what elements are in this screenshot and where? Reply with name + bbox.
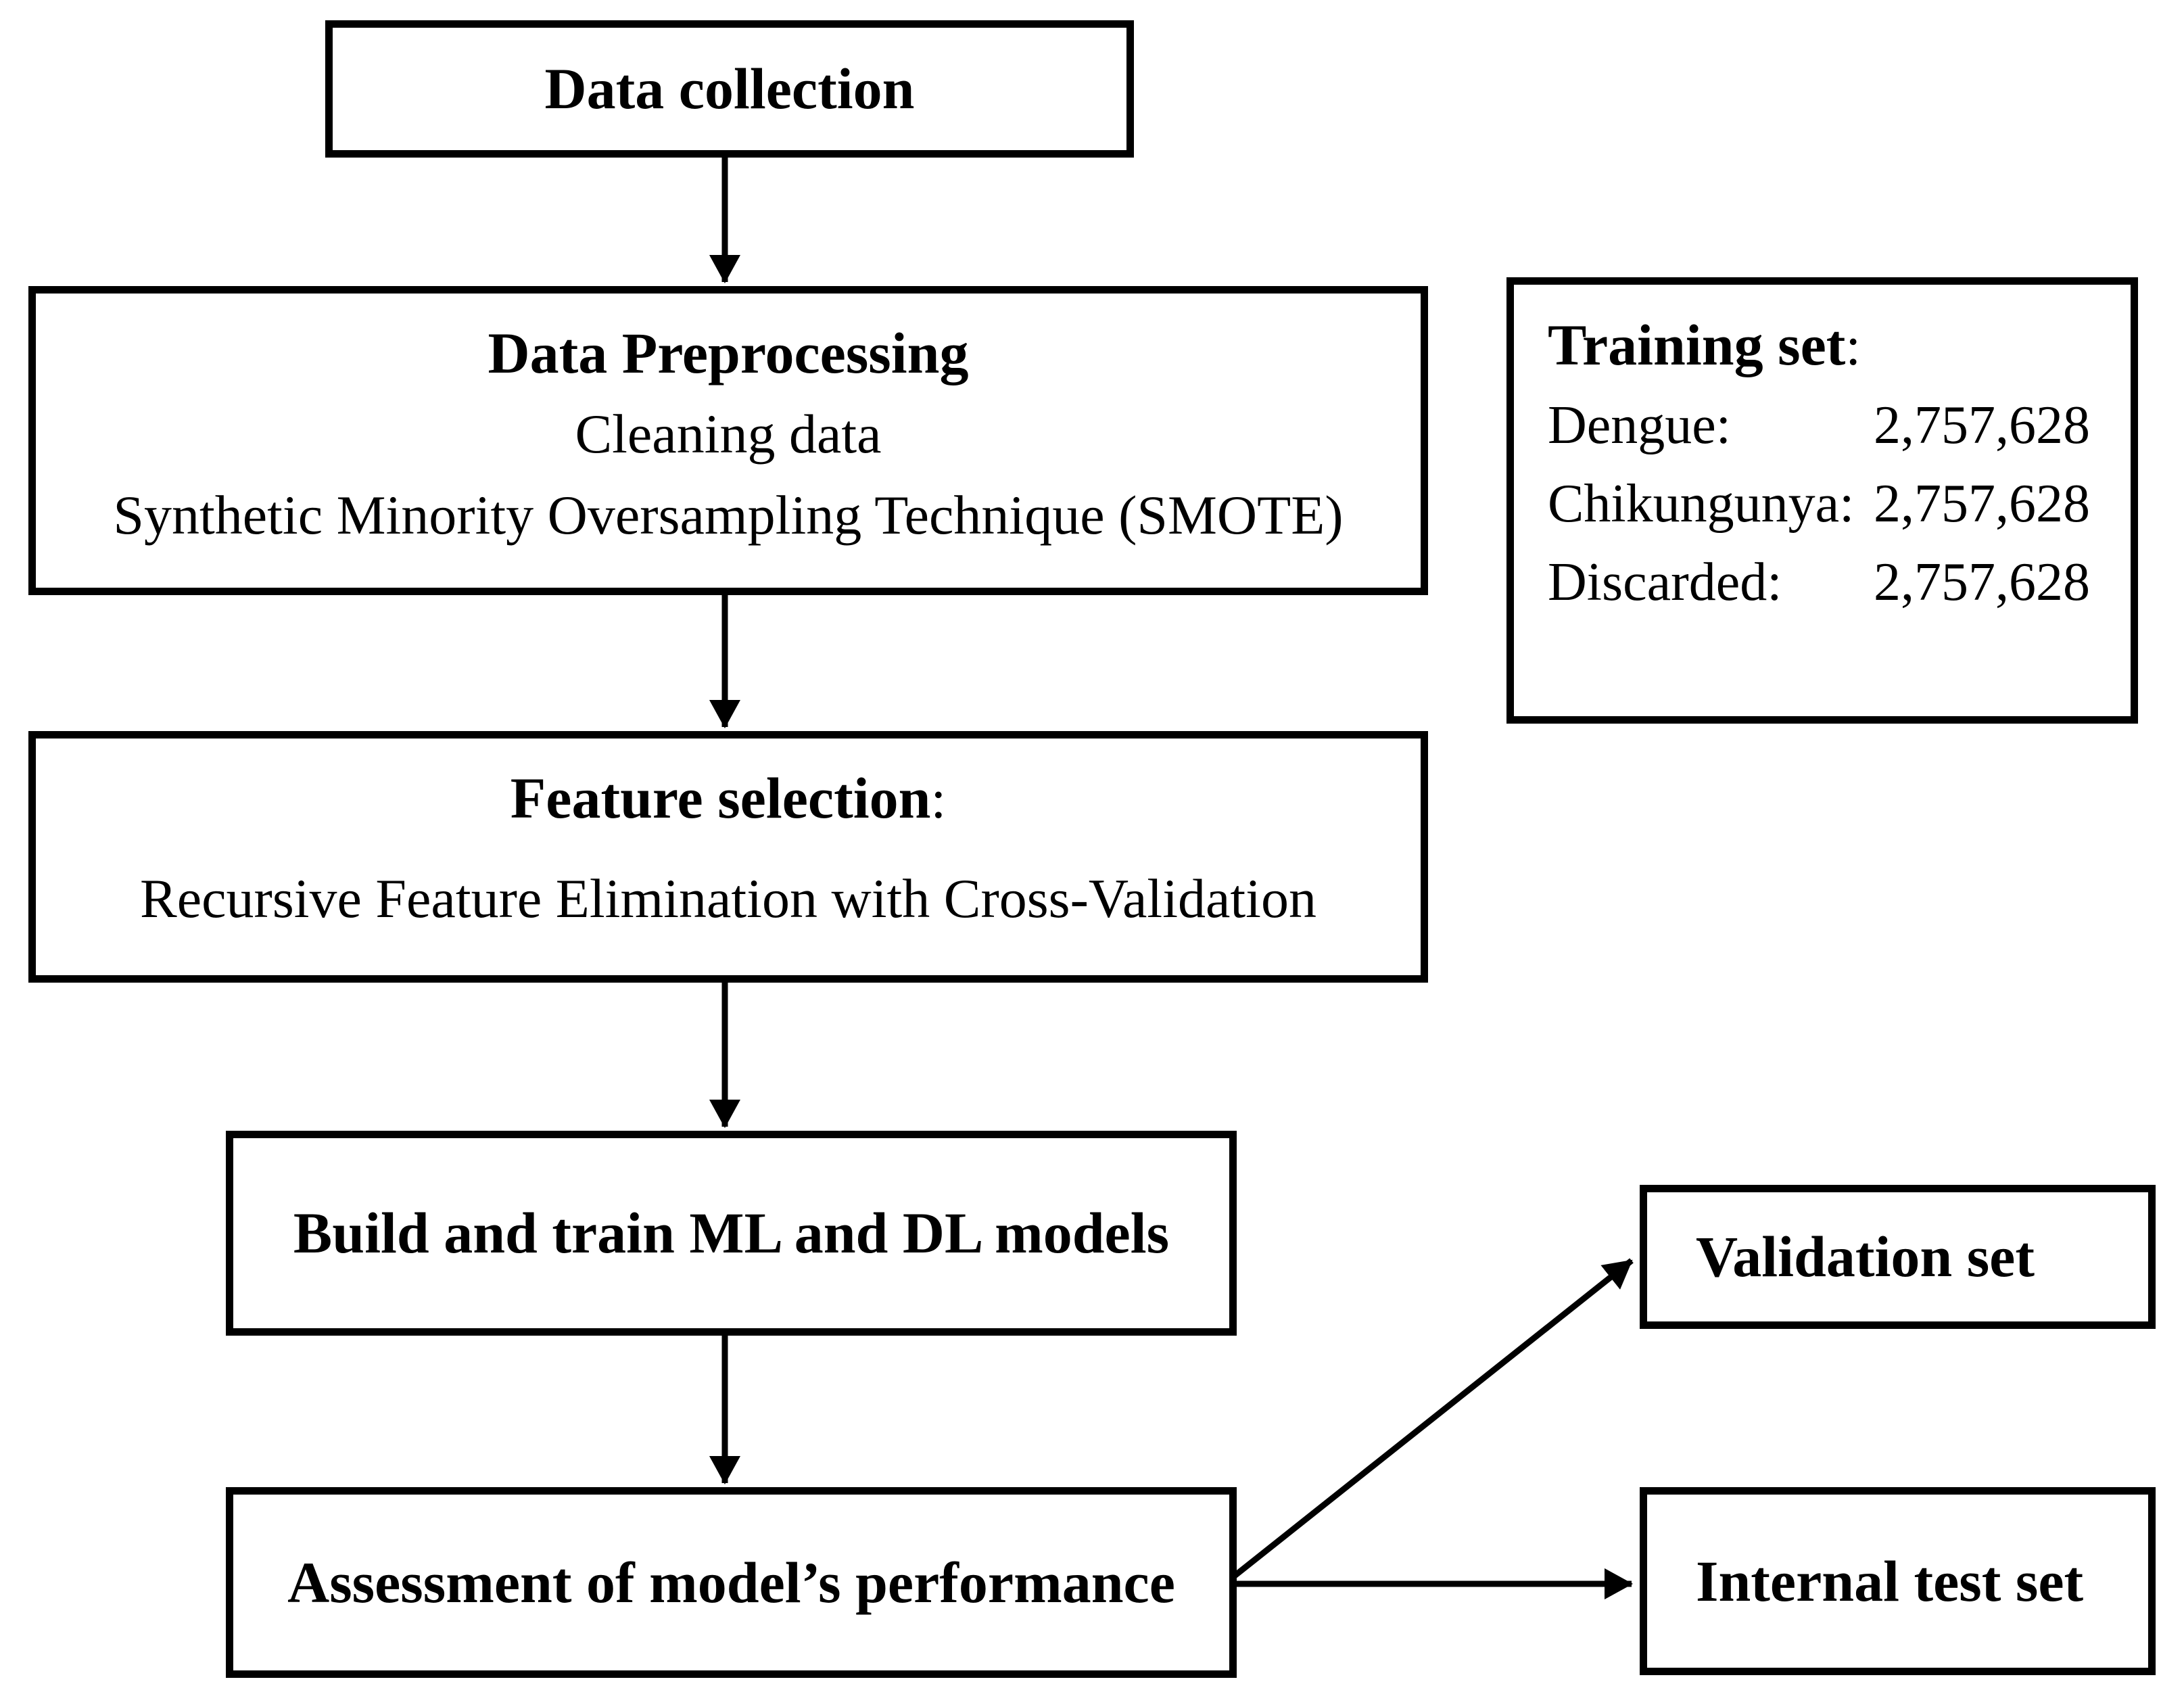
data-preprocessing-smote-line: Synthetic Minority Oversampling Techniqu… [113,484,1344,546]
training-set-value-dengue: 2,757,628 [1874,396,2090,455]
validation-set-title: Validation set [1696,1224,2035,1290]
data-collection-title: Data collection [544,56,915,122]
training-set-box: Training set: Dengue: 2,757,628 Chikungu… [1506,277,2138,724]
internal-test-set-box: Internal test set [1640,1487,2156,1675]
training-set-value-chikungunya: 2,757,628 [1874,474,2090,534]
training-set-label-dengue: Dengue: [1548,396,1732,455]
training-set-row-chikungunya: Chikungunya: 2,757,628 [1548,465,2090,543]
build-train-box: Build and train ML and DL models [226,1131,1237,1336]
training-set-title-colon: : [1845,315,1861,377]
training-set-label-discarded: Discarded: [1548,553,1782,612]
data-preprocessing-box: Data Preprocessing Cleaning data Synthet… [28,286,1428,595]
assessment-box: Assessment of model’s performance [226,1487,1237,1678]
data-preprocessing-cleaning-line: Cleaning data [575,403,882,465]
feature-selection-title-colon: : [930,768,947,830]
training-set-title: Training set [1548,312,1846,377]
arrow-assessment-to-validation [1233,1258,1634,1578]
internal-test-set-title: Internal test set [1696,1548,2084,1614]
data-collection-box: Data collection [325,20,1134,158]
feature-selection-title: Feature selection [510,766,931,830]
feature-selection-rfecv-line: Recursive Feature Elimination with Cross… [140,868,1316,929]
feature-selection-title-line: Feature selection: [36,757,1421,857]
assessment-title: Assessment of model’s performance [287,1549,1175,1615]
data-preprocessing-title: Data Preprocessing [488,321,969,385]
training-set-title-line: Training set: [1548,305,2090,386]
feature-selection-box: Feature selection: Recursive Feature Eli… [28,731,1428,983]
training-set-row-dengue: Dengue: 2,757,628 [1548,386,2090,465]
training-set-value-discarded: 2,757,628 [1874,553,2090,612]
training-set-label-chikungunya: Chikungunya: [1548,474,1855,534]
build-train-title: Build and train ML and DL models [293,1200,1170,1266]
training-set-row-discarded: Discarded: 2,757,628 [1548,543,2090,622]
validation-set-box: Validation set [1640,1185,2156,1329]
